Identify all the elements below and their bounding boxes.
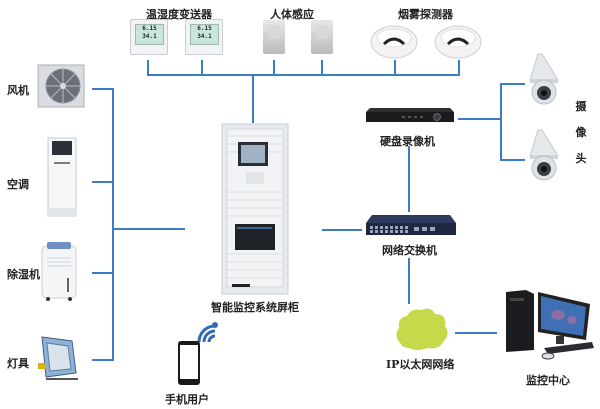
left-device-bus — [112, 88, 114, 361]
bus-drop-smoke1 — [394, 60, 396, 75]
dvr-label: 硬盘录像机 — [380, 135, 435, 148]
camera-label: 摄 像 头 — [574, 94, 588, 172]
dehumidifier-label: 除湿机 — [7, 268, 40, 281]
lamp-icon — [38, 336, 78, 380]
temp-humidity-sensor-1: 6.15 34.1 — [130, 19, 168, 55]
dehumidifier-icon — [41, 242, 77, 301]
left-bus-to-cabinet — [113, 228, 185, 230]
branch-ac — [92, 181, 113, 183]
motion-lens — [268, 25, 280, 39]
branch-dehumidifier — [92, 272, 113, 274]
camera-label-char: 摄 — [575, 100, 587, 113]
ethernet-to-monitor — [455, 332, 497, 334]
bus-drop-th2 — [201, 60, 203, 75]
dvr-to-switch — [408, 146, 410, 212]
sensor-display: 6.15 34.1 — [135, 24, 164, 45]
ethernet-label: IP以太网网络 — [386, 358, 455, 371]
cabinet-to-switch — [322, 229, 362, 231]
bus-drop-motion2 — [321, 60, 323, 75]
fan-label: 风机 — [7, 84, 29, 97]
network-switch-icon — [366, 215, 456, 235]
motion-sensor-1 — [263, 20, 285, 54]
temp-humidity-label: 温湿度变送器 — [146, 8, 212, 21]
ptz-camera-1 — [529, 53, 559, 105]
bus-drop-motion1 — [273, 60, 275, 75]
cabinet-label: 智能监控系统屏柜 — [211, 301, 299, 314]
monitoring-center-label: 监控中心 — [526, 374, 570, 387]
sensor-display: 6.15 34.1 — [190, 24, 219, 45]
motion-sensor-2 — [311, 20, 333, 54]
smoke-detector-label: 烟雾探测器 — [398, 8, 453, 21]
camera-label-char: 像 — [575, 126, 587, 139]
temp-humidity-sensor-2: 6.15 34.1 — [185, 19, 223, 55]
fan-icon — [37, 64, 85, 108]
ethernet-cloud-icon — [396, 308, 448, 350]
monitoring-center-computer — [506, 290, 594, 360]
bus-drop-smoke2 — [458, 60, 460, 75]
smoke-detector-2 — [434, 25, 482, 59]
monitoring-cabinet — [221, 123, 289, 295]
air-conditioner-icon — [47, 137, 77, 217]
motion-sensor-label: 人体感应 — [270, 8, 314, 21]
bus-to-cabinet — [252, 75, 254, 123]
bus-drop-th1 — [147, 60, 149, 75]
dvr-to-camera-bus — [458, 118, 501, 120]
wifi-signal-icon — [197, 322, 218, 343]
motion-lens — [316, 25, 328, 39]
camera-label-char: 头 — [575, 152, 587, 165]
branch-fan — [92, 88, 113, 90]
top-sensor-bus — [147, 74, 460, 76]
branch-camera1 — [500, 83, 525, 85]
air-conditioner-label: 空调 — [7, 178, 29, 191]
branch-camera2 — [500, 159, 525, 161]
camera-bus — [500, 83, 502, 160]
smoke-detector-1 — [370, 25, 418, 59]
mobile-phone-icon — [178, 341, 200, 385]
switch-to-ethernet — [408, 258, 410, 304]
dvr-icon — [366, 108, 454, 122]
network-switch-label: 网络交换机 — [382, 244, 437, 257]
ptz-camera-2 — [529, 129, 559, 181]
branch-lamp — [92, 359, 113, 361]
mobile-user-label: 手机用户 — [165, 393, 209, 406]
lamp-label: 灯具 — [7, 357, 29, 370]
